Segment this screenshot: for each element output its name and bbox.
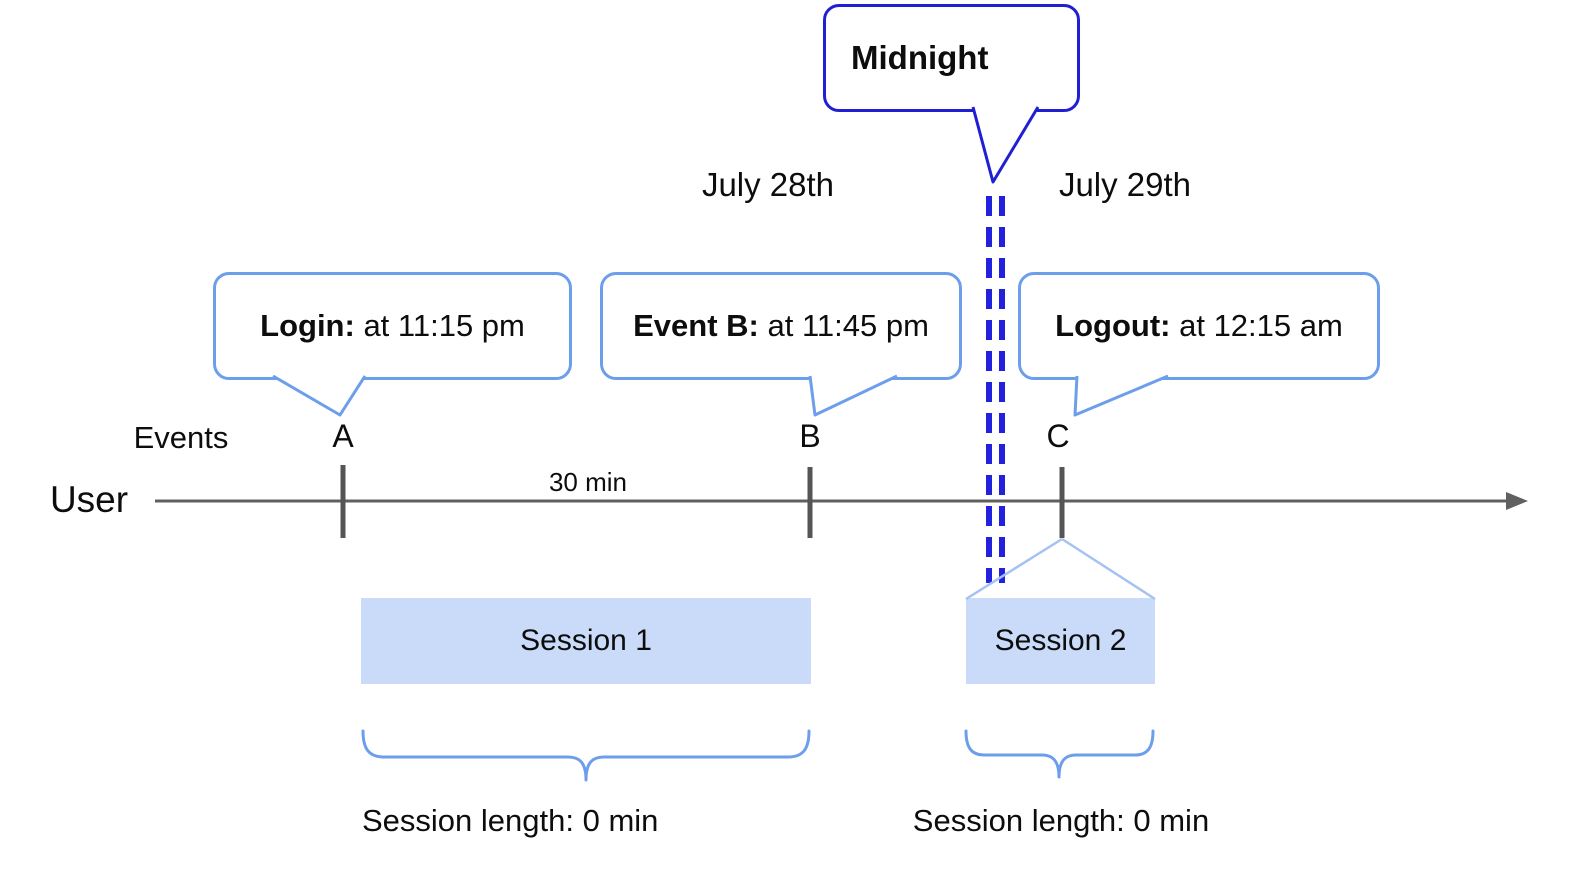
date-label-july-28: July 28th	[701, 166, 835, 203]
session-2-flare-right	[1061, 537, 1156, 601]
login-callout-tail	[272, 374, 367, 417]
midnight-callout: Midnight	[823, 4, 1080, 112]
login-callout-time: at 11:15 pm	[354, 308, 525, 343]
session-1-box: Session 1	[361, 598, 811, 684]
logout-callout-tail	[1073, 374, 1169, 417]
user-row-label: User	[49, 479, 129, 520]
login-callout: Login: at 11:15 pm	[213, 272, 572, 380]
session-2-label: Session 2	[994, 624, 1127, 657]
logout-callout: Logout: at 12:15 am	[1018, 272, 1380, 380]
event-b-callout-tail	[808, 374, 898, 417]
events-row-label: Events	[133, 420, 229, 455]
session-2-box: Session 2	[966, 598, 1155, 684]
login-callout-title: Login:	[260, 308, 355, 343]
event-b-callout-title: Event B:	[633, 308, 759, 343]
event-b-callout-time: at 11:45 pm	[758, 308, 929, 343]
event-mark-c: C	[1046, 418, 1070, 454]
logout-callout-time: at 12:15 am	[1170, 308, 1343, 343]
event-mark-b: B	[799, 418, 821, 454]
midnight-callout-label: Midnight	[851, 39, 989, 76]
session-2-length-label: Session length: 0 min	[912, 803, 1210, 838]
event-b-callout: Event B: at 11:45 pm	[600, 272, 962, 380]
session-2-flare-left	[965, 537, 1063, 601]
session-1-brace	[361, 729, 811, 782]
date-label-july-29: July 29th	[1058, 166, 1192, 203]
timeline-arrowhead-icon	[1506, 492, 1528, 510]
logout-callout-title: Logout:	[1055, 308, 1171, 343]
event-mark-a: A	[332, 418, 354, 454]
session-2-brace	[964, 729, 1155, 779]
midnight-callout-tail	[971, 106, 1040, 184]
session-1-length-label: Session length: 0 min	[362, 803, 659, 838]
interval-label-30-min: 30 min	[548, 467, 628, 497]
session-1-label: Session 1	[520, 624, 652, 657]
